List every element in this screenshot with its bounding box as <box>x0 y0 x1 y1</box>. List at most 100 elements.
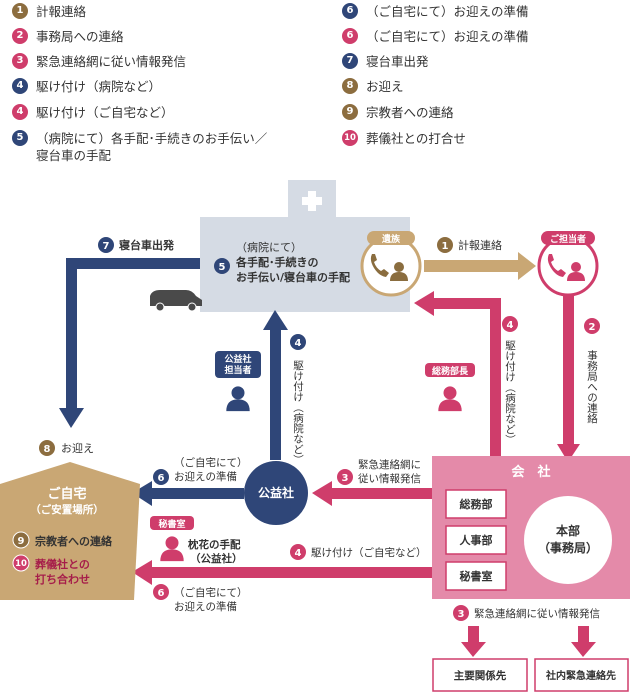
arrow-label: 事務局への連絡 <box>586 349 598 424</box>
dept-label: 秘書室 <box>460 569 493 583</box>
output-box-main <box>432 658 528 692</box>
home-title: ご自宅 <box>47 486 86 502</box>
dept-box <box>445 561 507 591</box>
arrow-label-line1: 緊急連絡網に <box>358 458 421 471</box>
legend-item: 3 緊急連絡網に従い情報発信 <box>12 53 186 70</box>
family-circle <box>360 235 422 297</box>
legend-item: 8 お迎え <box>342 78 404 95</box>
arrow-label-line2: お迎えの準備 <box>174 600 237 613</box>
step-badge: 5 <box>12 130 28 146</box>
headquarters-circle <box>524 496 612 584</box>
koekisha-staff: 公益社 担当者 <box>215 351 261 412</box>
legend-item: 4 駆け付け（病院など） <box>12 78 161 95</box>
person-icon <box>160 536 184 562</box>
step-badge-number: 8 <box>44 444 51 455</box>
step-badge-number: 4 <box>295 548 302 559</box>
step-badge <box>437 237 453 253</box>
step-badge: 6 <box>342 28 358 44</box>
legend-label: 事務局への連絡 <box>36 29 124 44</box>
arrow-label: 寝台車出発 <box>119 238 175 252</box>
contact-label: ご担当者 <box>550 233 586 245</box>
hospital-text-line1: （病院にて） <box>236 240 302 254</box>
staff-label-line2: 担当者 <box>224 364 251 376</box>
dept-label: 人事部 <box>460 533 493 547</box>
family-node: 遺族 <box>360 231 422 297</box>
step-badge: 3 <box>12 53 28 69</box>
general-affairs-manager: 総務部長 <box>425 363 475 412</box>
step-badge: 1 <box>12 3 28 19</box>
dept-box <box>445 525 507 555</box>
step-badge <box>12 531 30 549</box>
arrow-step2: 2 事務局への連絡 <box>557 296 600 462</box>
legend-label: 駆け付け（ご自宅など） <box>36 105 174 120</box>
home-arrival-label: お迎え <box>61 442 94 455</box>
step-badge-number: 3 <box>342 473 349 484</box>
hospital-cross-icon <box>302 191 322 211</box>
output-label-main: 主要関係先 <box>454 669 507 682</box>
step-badge <box>290 544 306 560</box>
step-badge <box>214 258 230 274</box>
home-item-funeral-line1: 葬儀社との <box>35 557 90 571</box>
legend-item: 5 （病院にて）各手配･手続きのお手伝い／ 寝台車の手配 <box>12 130 267 164</box>
step-badge-number: 6 <box>158 588 165 599</box>
step-badge-number: 10 <box>15 559 27 569</box>
arrow-label-line1: （ご自宅にて） <box>174 586 248 599</box>
staff-tag <box>215 351 261 378</box>
arrow-label-line1: （ご自宅にて） <box>174 456 248 469</box>
step-badge-number: 6 <box>158 473 165 484</box>
legend-item: 10 葬儀社との打合せ <box>342 130 466 147</box>
step-badge: 4 <box>12 78 28 94</box>
step-badge <box>337 469 353 485</box>
legend-item: 1 計報連絡 <box>12 3 86 20</box>
arrow-step4-navy: 4 駆け付け（病院など） <box>263 310 306 465</box>
step-badge <box>39 440 55 456</box>
legend-label: お迎え <box>366 79 404 94</box>
step-badge-number: 7 <box>103 241 110 252</box>
koekisha-label: 公益社 <box>258 485 294 500</box>
arrow-label: 駆け付け（病院など） <box>504 340 516 445</box>
contact-circle <box>537 235 599 297</box>
step-badge-number: 2 <box>589 322 596 333</box>
step-badge: 9 <box>342 104 358 120</box>
step-badge: 10 <box>342 130 358 146</box>
output-label-internal: 社内緊急連絡先 <box>545 669 616 682</box>
legend-item: 9 宗教者への連絡 <box>342 104 454 121</box>
step-badge <box>453 605 469 621</box>
contact-tag <box>541 231 595 245</box>
output-box-internal <box>534 658 629 692</box>
legend-label-group: （病院にて）各手配･手続きのお手伝い／ 寝台車の手配 <box>36 130 267 164</box>
legend-label: （病院にて）各手配･手続きのお手伝い／ <box>36 131 268 146</box>
legend-item: 7 寝台車出発 <box>342 53 429 70</box>
legend-label: 寝台車出発 <box>366 54 429 69</box>
headquarters-line2: （事務局） <box>538 540 598 555</box>
contact-node: ご担当者 <box>537 231 599 297</box>
arrow-step3-center: 3 緊急連絡網に 従い情報発信 <box>312 458 432 506</box>
step-badge <box>12 554 30 572</box>
staff-tag <box>150 516 194 530</box>
legend-label: （ご自宅にて）お迎えの準備 <box>366 4 529 19</box>
legend-label: 寝台車の手配 <box>36 148 112 163</box>
person-icon <box>226 386 250 412</box>
legend-item: 2 事務局への連絡 <box>12 28 124 45</box>
arrow-label: 計報連絡 <box>458 238 502 252</box>
step-badge <box>502 316 518 332</box>
arrow-label: 駆け付け（病院など） <box>292 360 304 465</box>
legend-item: 6 （ご自宅にて）お迎えの準備 <box>342 3 529 20</box>
arrow-label: 駆け付け（ご自宅など） <box>311 546 427 559</box>
hospital-text-line2: 各手配･手続きの <box>235 255 319 269</box>
makura-line1: 枕花の手配 <box>188 538 241 551</box>
home-item-religious: 宗教者への連絡 <box>35 534 113 548</box>
step-badge-number: 5 <box>219 262 226 273</box>
step-badge: 6 <box>342 3 358 19</box>
step-badge-number: 4 <box>507 320 514 331</box>
arrow-label-line2: お迎えの準備 <box>174 470 237 483</box>
arrow-label: 緊急連絡網に従い情報発信 <box>474 607 600 620</box>
legend-label: 葬儀社との打合せ <box>366 131 466 146</box>
arrow-step3-bottom: 3 緊急連絡網に従い情報発信 <box>453 605 600 657</box>
phone-icon <box>547 254 566 277</box>
staff-label: 総務部長 <box>432 365 469 377</box>
step-badge <box>153 584 169 600</box>
legend-label: 宗教者への連絡 <box>366 105 454 120</box>
legend-label: 緊急連絡網に従い情報発信 <box>36 54 187 69</box>
legend-item: 6 （ご自宅にて）お迎えの準備 <box>342 28 529 45</box>
